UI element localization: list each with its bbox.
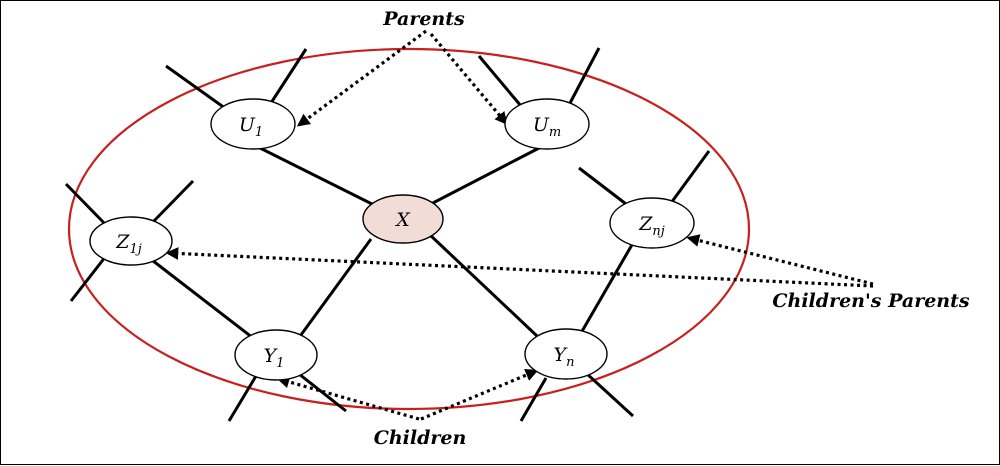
edge-x-yn	[427, 232, 539, 338]
arrow-children-y1	[276, 375, 420, 421]
node-znj-label: Znj	[638, 213, 665, 239]
node-yn-label: Yn	[554, 344, 575, 370]
node-x: X	[362, 194, 444, 244]
arrow-parents-u1	[296, 29, 427, 127]
node-u1-label: U1	[239, 114, 263, 140]
node-z1j-label: Z1j	[115, 231, 142, 257]
callout-children: Children	[374, 427, 467, 449]
edge-x-y1	[296, 238, 373, 340]
node-znj: Znj	[609, 197, 695, 249]
node-um-label: Um	[533, 114, 561, 140]
edge-yn-out-left	[519, 377, 548, 422]
node-y1-label: Y1	[264, 345, 285, 371]
arrow-childrens-parents-znj	[686, 234, 874, 286]
edge-u1-in-right	[267, 48, 308, 107]
callout-childrens-parents: Children's Parents	[772, 290, 969, 312]
edge-um-in-right	[567, 47, 601, 106]
arrow-children-yn	[420, 369, 539, 421]
arrow-parents-um	[429, 32, 508, 125]
edge-u1-in-left	[165, 64, 230, 113]
arrow-childrens-parents-z1j	[165, 247, 874, 288]
graph-edges	[64, 47, 711, 422]
edge-u1-x	[255, 144, 375, 207]
edge-um-x	[428, 144, 544, 207]
edge-z1j-in-right	[149, 179, 195, 226]
edge-z1j-out	[69, 255, 108, 302]
edge-z1j-in-left	[64, 182, 111, 230]
node-um: Um	[504, 98, 590, 150]
callout-arrows	[165, 29, 874, 421]
edge-yn-out-right	[584, 371, 635, 418]
callout-parents: Parents	[382, 8, 465, 30]
node-u1: U1	[210, 98, 296, 150]
node-yn: Yn	[524, 328, 608, 380]
edge-y1-out-left	[227, 375, 258, 422]
node-z1j: Z1j	[89, 216, 173, 266]
markov-blanket-boundary	[67, 47, 751, 411]
edge-znj-in-left	[578, 166, 627, 206]
edge-z1j-y1	[147, 255, 258, 343]
node-y1: Y1	[234, 329, 318, 381]
node-x-label: X	[394, 209, 411, 231]
edge-znj-in-right	[669, 150, 711, 204]
edge-um-in-left	[477, 55, 523, 107]
edge-znj-yn	[579, 242, 635, 334]
